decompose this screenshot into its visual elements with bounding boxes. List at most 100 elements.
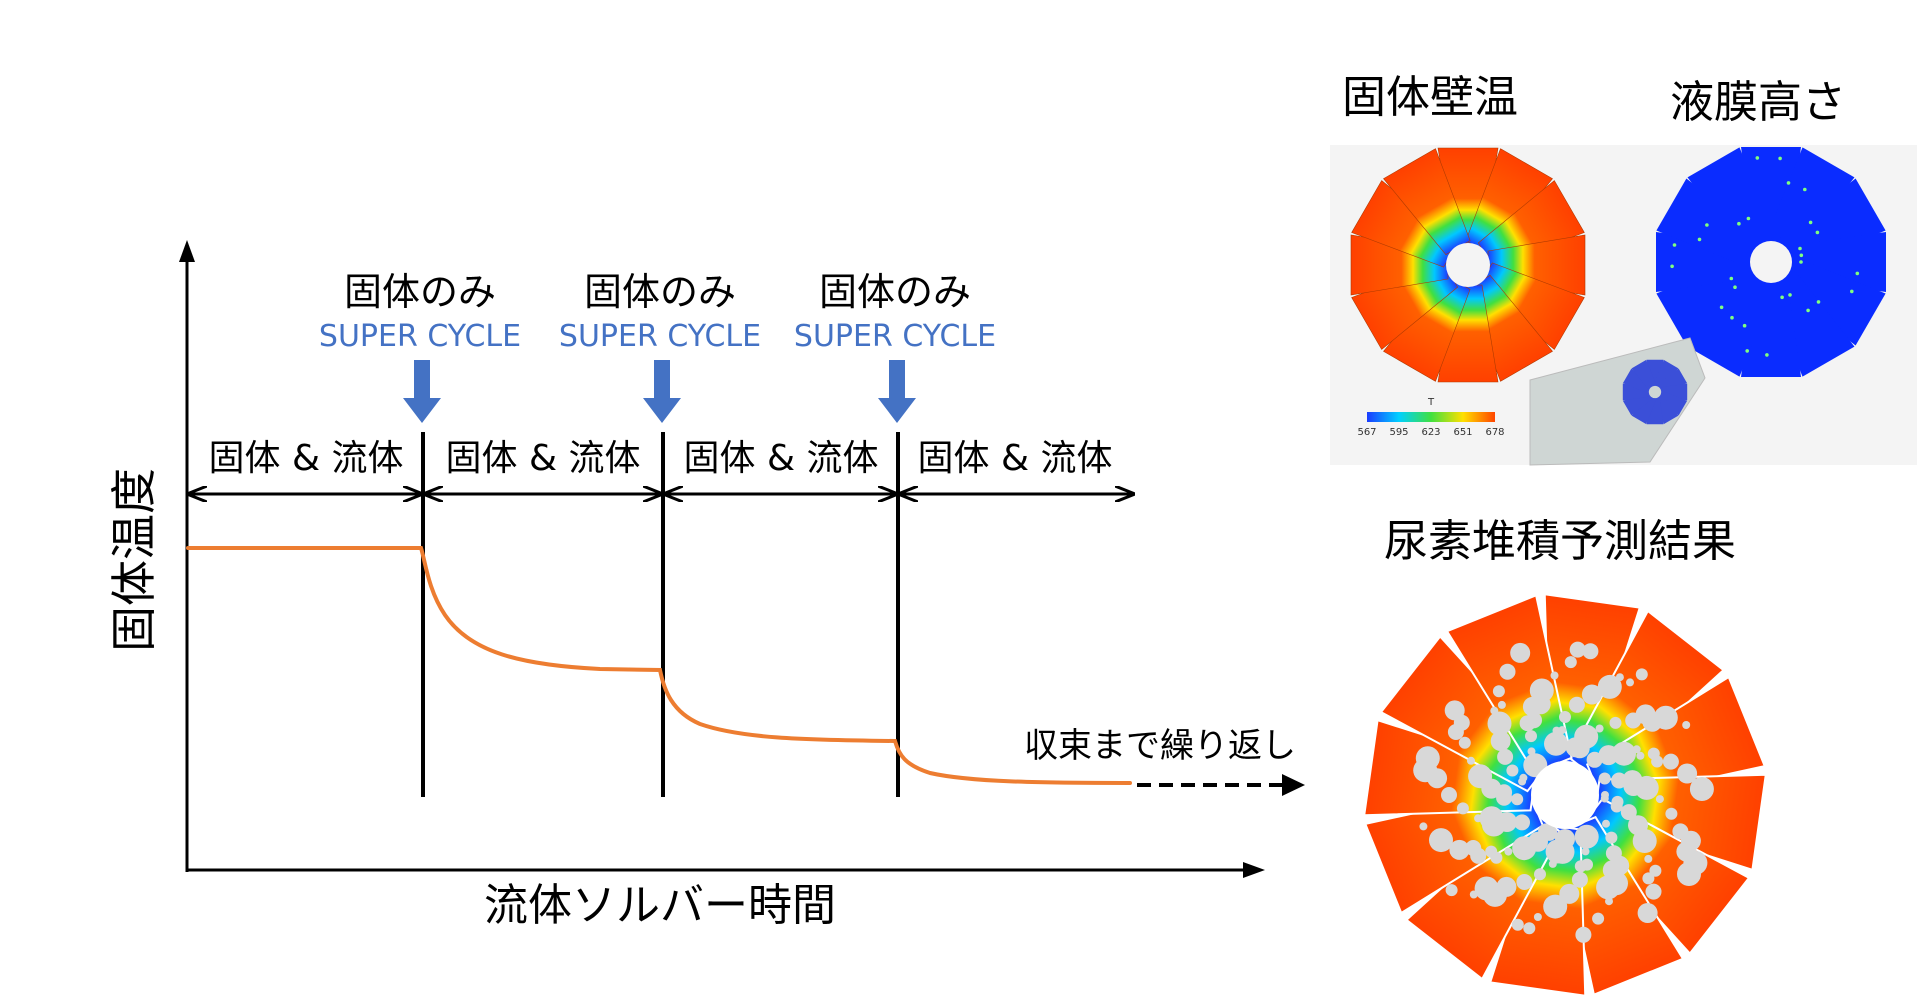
deposit-spot — [1642, 872, 1655, 885]
film-spot — [1808, 220, 1813, 225]
film-spot — [1799, 260, 1803, 264]
deposit-spot — [1595, 724, 1604, 733]
deposit-spot — [1655, 795, 1664, 804]
super-cycle-subtitle: SUPER CYCLE — [794, 319, 996, 354]
y-axis-arrow-icon — [179, 240, 195, 262]
deposit-spot — [1597, 674, 1622, 699]
super-cycle-1: 固体のみ SUPER CYCLE — [319, 270, 521, 423]
deposit-spot — [1429, 828, 1453, 853]
deposit-spot — [1467, 756, 1475, 765]
deposit-spot — [1490, 731, 1511, 751]
deposit-spot — [1662, 753, 1679, 770]
film-spot — [1730, 315, 1734, 320]
deposit-spot — [1575, 926, 1592, 943]
deposit-spot — [1534, 868, 1546, 881]
deposit-spot — [1571, 871, 1588, 888]
film-spot — [1799, 253, 1804, 258]
solid-temperature-curve — [186, 546, 1132, 785]
deposit-spot — [1600, 794, 1609, 803]
film-spot — [1719, 305, 1724, 310]
deposit-spot — [1651, 755, 1664, 768]
deposit-spot — [1543, 894, 1568, 919]
colorbar-title: T — [1427, 397, 1435, 408]
deposit-spot — [1568, 696, 1585, 713]
deposit-spot — [1610, 800, 1623, 813]
deposit-spot — [1511, 793, 1524, 806]
film-spot — [1778, 156, 1782, 161]
film-height-blade — [1687, 271, 1776, 377]
deposit-spot — [1598, 772, 1611, 785]
deposit-spot — [1605, 845, 1622, 862]
urea-deposit-rotor-image — [1363, 593, 1767, 997]
deposit-spot — [1496, 876, 1517, 897]
film-height-blade — [1766, 147, 1855, 253]
film-spot — [1855, 271, 1860, 276]
deposit-spot — [1564, 656, 1577, 669]
film-spot — [1806, 308, 1810, 313]
deposit-spot — [1609, 716, 1622, 729]
film-spot — [1733, 285, 1737, 289]
inset-blade — [1657, 390, 1688, 416]
deposit-spot — [1637, 903, 1658, 923]
inset-blade — [1631, 359, 1657, 390]
inset-blade — [1622, 368, 1653, 394]
film-spot — [1729, 276, 1734, 281]
deposit-spot — [1506, 764, 1519, 777]
inset-3d-view — [1529, 337, 1706, 466]
deposit-spot — [1538, 823, 1555, 840]
super-cycle-2: 固体のみ SUPER CYCLE — [559, 270, 761, 423]
deposit-spot — [1581, 847, 1590, 856]
deposit-spot — [1574, 824, 1599, 849]
deposit-spot — [1582, 643, 1599, 660]
deposit-spot — [1530, 694, 1551, 715]
deposit-spot — [1441, 787, 1457, 803]
super-cycle-subtitle: SUPER CYCLE — [319, 319, 521, 354]
rotor-hole — [1531, 761, 1599, 829]
deposit-spot — [1492, 685, 1505, 698]
film-spot — [1798, 246, 1802, 251]
film-spot — [1737, 221, 1741, 226]
temperature-colorbar: T 567 595 623 651 678 — [1357, 397, 1504, 438]
inset-blade — [1631, 394, 1657, 425]
deposit-spot — [1682, 721, 1691, 729]
super-cycle-subtitle: SUPER CYCLE — [559, 319, 761, 354]
deposit-spot — [1550, 671, 1559, 680]
super-cycle-title: 固体のみ — [344, 270, 496, 314]
deposit-spot — [1519, 773, 1528, 782]
phase-label-4: 固体 & 流体 — [918, 438, 1113, 479]
deposit-spot — [1645, 883, 1662, 900]
deposit-spot — [1496, 784, 1513, 801]
deposit-spot — [1676, 841, 1697, 862]
colorbar-tick: 623 — [1421, 427, 1440, 438]
down-arrow-icon — [878, 360, 916, 423]
x-axis-arrow-icon — [1243, 862, 1265, 878]
continue-label: 収束まで繰り返し — [1024, 726, 1296, 766]
deposit-spot — [1453, 714, 1470, 731]
deposit-spot — [1458, 736, 1471, 749]
film-spot — [1815, 230, 1820, 235]
deposit-spot — [1605, 831, 1618, 844]
deposit-spot — [1468, 764, 1493, 789]
deposit-spot — [1632, 829, 1657, 853]
deposit-spot — [1620, 804, 1637, 821]
phase-label-1: 固体 & 流体 — [209, 438, 404, 479]
deposit-spot — [1516, 874, 1533, 890]
colorbar-tick: 567 — [1357, 427, 1376, 438]
y-axis-label: 固体温度 — [107, 468, 161, 652]
deposit-spot — [1569, 738, 1590, 759]
phase-label-3: 固体 & 流体 — [684, 438, 879, 479]
super-cycle-title: 固体のみ — [584, 270, 736, 314]
film-spot — [1672, 243, 1677, 247]
deposit-spot — [1642, 711, 1663, 732]
deposit-spot — [1689, 777, 1714, 801]
deposit-spot — [1649, 864, 1662, 877]
deposit-spot — [1611, 772, 1628, 789]
deposit-spot — [1415, 746, 1440, 771]
film-spot — [1788, 293, 1792, 297]
rotor-hole — [1446, 243, 1490, 287]
film-spot — [1670, 264, 1674, 269]
deposit-spot — [1499, 663, 1516, 680]
x-axis-label: 流体ソルバー時間 — [484, 880, 836, 931]
deposit-spot — [1525, 730, 1537, 743]
